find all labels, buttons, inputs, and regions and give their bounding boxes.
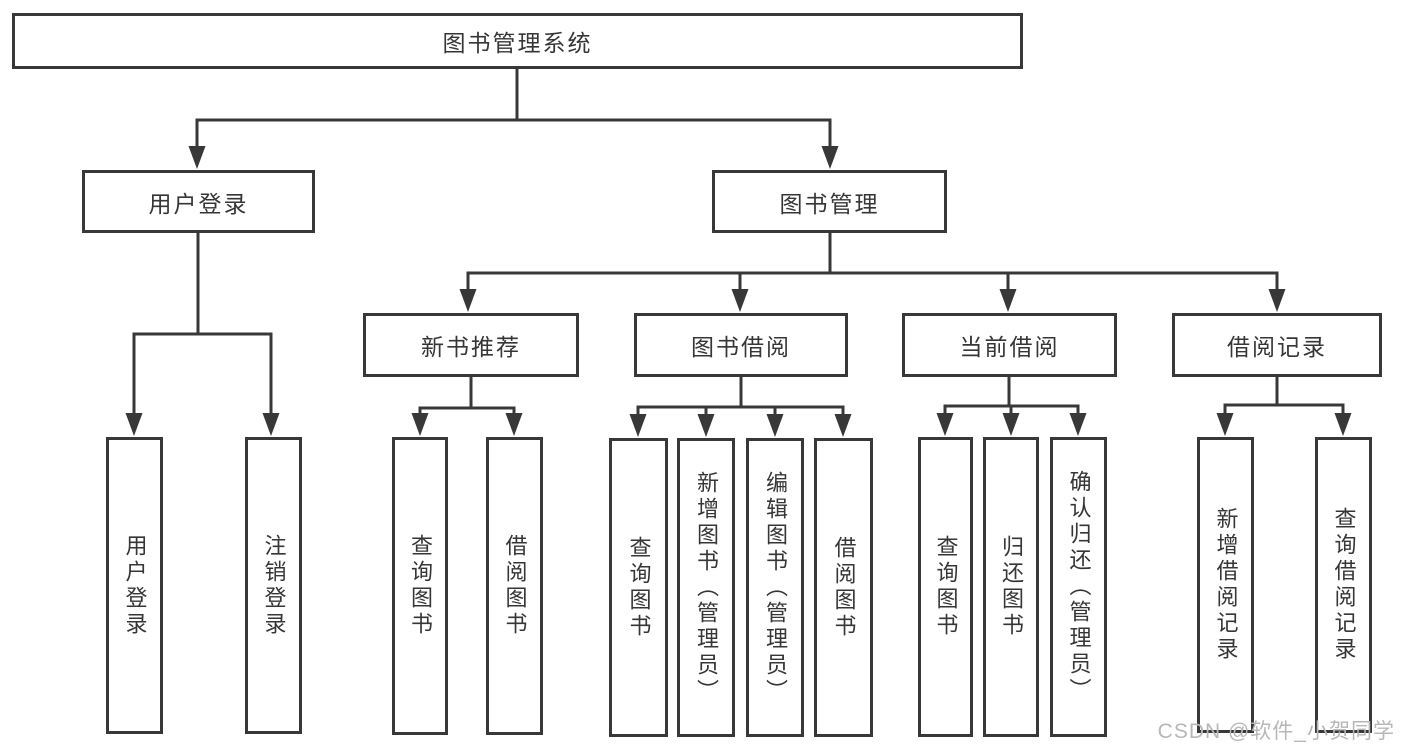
node-root-system-label: 图书管理系统 [442, 30, 593, 56]
leaf-add-books-admin-label: 新增图书（管理员） [694, 470, 719, 705]
leaf-query-borrow-record: 查询借阅记录 [1315, 437, 1372, 733]
leaf-query-books-borrowing: 查询图书 [609, 438, 668, 737]
leaf-logout: 注销登录 [245, 437, 302, 734]
leaf-user-login-label: 用户登录 [122, 533, 148, 638]
node-book-management-label: 图书管理 [779, 190, 880, 217]
node-book-borrowing: 图书借阅 [634, 313, 848, 377]
node-user-login: 用户登录 [82, 170, 315, 233]
leaf-borrow-books-recommend: 借阅图书 [486, 437, 543, 735]
leaf-add-borrow-record: 新增借阅记录 [1197, 437, 1254, 733]
leaf-query-borrow-record-label: 查询借阅记录 [1331, 507, 1357, 663]
leaf-user-login: 用户登录 [106, 437, 163, 734]
node-current-borrowing: 当前借阅 [902, 313, 1117, 377]
leaf-edit-books-admin: 编辑图书（管理员） [746, 438, 804, 737]
node-new-book-recommend: 新书推荐 [363, 313, 579, 377]
node-new-book-recommend-label: 新书推荐 [421, 334, 521, 360]
csdn-watermark: CSDN @软件_小贺同学 [1157, 720, 1395, 743]
leaf-confirm-return-admin-label: 确认归还（管理员） [1066, 470, 1092, 704]
node-borrow-records: 借阅记录 [1172, 313, 1382, 377]
leaf-query-books-recommend-label: 查询图书 [408, 534, 433, 638]
leaf-query-books-borrowing-label: 查询图书 [626, 535, 652, 640]
leaf-add-books-admin: 新增图书（管理员） [677, 438, 735, 737]
leaf-borrow-books-recommend-label: 借阅图书 [502, 534, 528, 638]
leaf-query-books-current: 查询图书 [918, 437, 973, 737]
leaf-add-borrow-record-label: 新增借阅记录 [1213, 507, 1239, 663]
node-root-system: 图书管理系统 [12, 13, 1023, 69]
node-current-borrowing-label: 当前借阅 [959, 334, 1060, 360]
leaf-logout-label: 注销登录 [261, 533, 287, 638]
node-book-management: 图书管理 [712, 170, 947, 233]
connector-paths [132, 66, 1345, 419]
leaf-borrow-books-borrowing-label: 借阅图书 [831, 535, 857, 640]
node-book-borrowing-label: 图书借阅 [691, 334, 791, 360]
node-user-login-label: 用户登录 [148, 190, 249, 217]
node-borrow-records-label: 借阅记录 [1227, 334, 1327, 360]
leaf-confirm-return-admin: 确认归还（管理员） [1050, 437, 1107, 737]
leaf-edit-books-admin-label: 编辑图书（管理员） [763, 470, 788, 705]
leaf-return-books: 归还图书 [983, 437, 1039, 737]
leaf-query-books-current-label: 查询图书 [933, 535, 959, 639]
leaf-borrow-books-borrowing: 借阅图书 [814, 438, 873, 737]
arrowhead-icons [125, 146, 1352, 437]
leaf-query-books-recommend: 查询图书 [392, 437, 448, 735]
leaf-return-books-label: 归还图书 [999, 535, 1024, 639]
